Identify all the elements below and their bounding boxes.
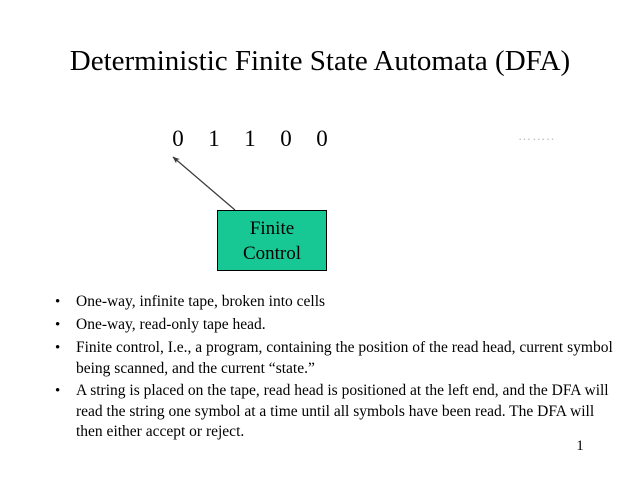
- bullet-list: • One-way, infinite tape, broken into ce…: [50, 292, 620, 445]
- bullet-marker-icon: •: [55, 294, 61, 310]
- list-item-text: One-way, infinite tape, broken into cell…: [76, 293, 326, 310]
- finite-control-label-line2: Control: [242, 242, 302, 264]
- list-item: • Finite control, I.e., a program, conta…: [50, 338, 620, 379]
- list-item: • A string is placed on the tape, read h…: [50, 381, 620, 443]
- list-item: • One-way, read-only tape head.: [50, 315, 620, 336]
- page-number: 1: [576, 438, 584, 454]
- tape-continuation-ellipsis: ……..: [518, 128, 556, 143]
- tape-strip: 0 1 1 0 0: [160, 126, 340, 152]
- tape-cell: 0: [316, 126, 328, 151]
- finite-control-label-line1: Finite: [249, 217, 295, 239]
- bullet-marker-icon: •: [55, 383, 61, 399]
- bullet-marker-icon: •: [55, 317, 61, 333]
- list-item-text: One-way, read-only tape head.: [76, 316, 266, 333]
- tape-cell: 1: [244, 126, 256, 151]
- read-head-arrow-icon: [172, 156, 236, 211]
- list-item-text: Finite control, I.e., a program, contain…: [76, 339, 613, 377]
- list-item-text: A string is placed on the tape, read hea…: [76, 382, 609, 440]
- page-title: Deterministic Finite State Automata (DFA…: [69, 45, 571, 77]
- tape-cell: 0: [172, 126, 184, 151]
- tape-cell: 0: [280, 126, 292, 151]
- list-item: • One-way, infinite tape, broken into ce…: [50, 292, 620, 313]
- finite-control-box: Finite Control: [217, 210, 327, 271]
- bullet-marker-icon: •: [55, 340, 61, 356]
- tape-cell: 1: [208, 126, 220, 151]
